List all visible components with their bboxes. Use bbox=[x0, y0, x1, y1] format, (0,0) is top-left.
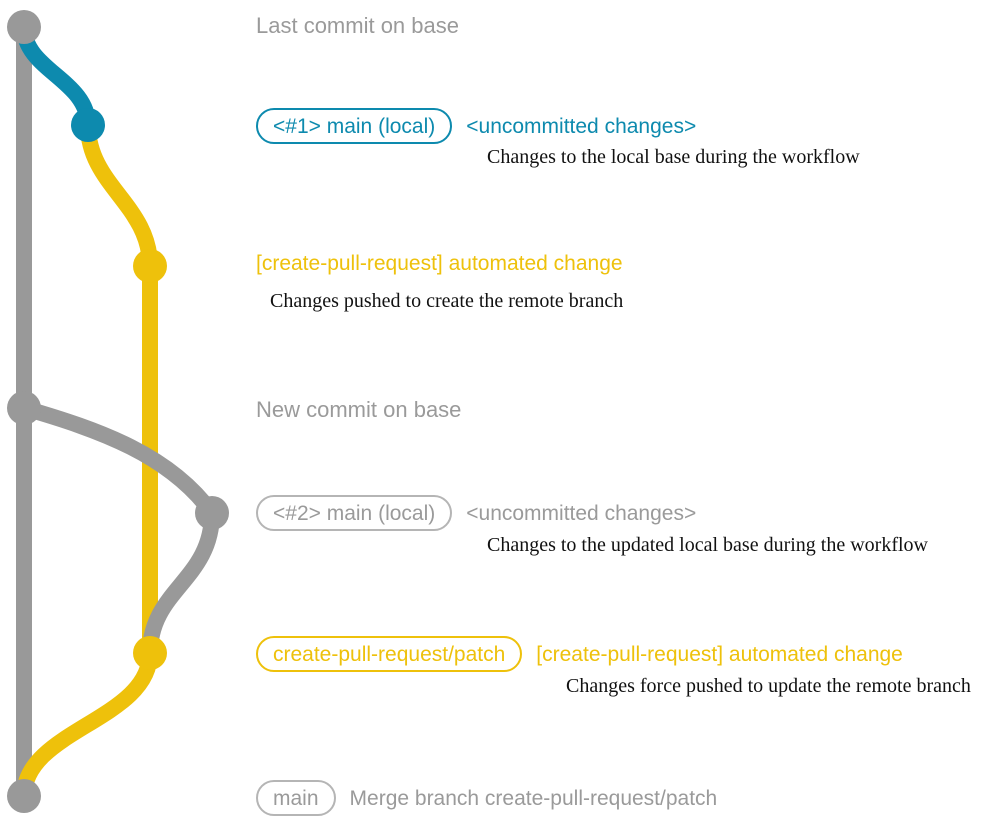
commit-subject-local-1: <uncommitted changes> bbox=[466, 114, 697, 138]
commit-note-local-2: Changes to the updated local base during… bbox=[487, 534, 928, 556]
commit-node-base-head[interactable] bbox=[7, 10, 41, 44]
commit-subject-automated-2: [create-pull-request] automated change bbox=[536, 642, 903, 666]
commit-node-merge[interactable] bbox=[7, 779, 41, 813]
commit-note-automated-2: Changes force pushed to update the remot… bbox=[566, 675, 971, 697]
branch-pill-patch[interactable]: create-pull-request/patch bbox=[256, 636, 523, 672]
patch-branch-edge-1 bbox=[80, 117, 158, 274]
commit-note-automated-1: Changes pushed to create the remote bran… bbox=[270, 290, 624, 312]
row-local-change-1: <#1> main (local) <uncommitted changes> bbox=[256, 108, 696, 144]
commit-subject-merge: Merge branch create-pull-request/patch bbox=[349, 786, 718, 810]
branch-pill-local-1[interactable]: <#1> main (local) bbox=[256, 108, 453, 144]
commit-node-local-2[interactable] bbox=[195, 496, 229, 530]
commit-subject-automated-1: [create-pull-request] automated change bbox=[256, 252, 623, 275]
commit-node-patch-1[interactable] bbox=[133, 249, 167, 283]
commit-node-local-1[interactable] bbox=[71, 108, 105, 142]
commit-node-base-new[interactable] bbox=[7, 391, 41, 425]
heading-last-commit-on-base: Last commit on base bbox=[256, 13, 459, 38]
heading-new-commit-on-base: New commit on base bbox=[256, 397, 462, 422]
row-automated-change-1: [create-pull-request] automated change bbox=[256, 253, 623, 274]
rebase-branch-edge bbox=[16, 400, 220, 521]
row-merge-commit: main Merge branch create-pull-request/pa… bbox=[256, 780, 717, 816]
commit-subject-local-2: <uncommitted changes> bbox=[466, 501, 697, 525]
branch-pill-local-2[interactable]: <#2> main (local) bbox=[256, 495, 453, 531]
merge-edge bbox=[16, 645, 158, 804]
row-local-change-2: <#2> main (local) <uncommitted changes> bbox=[256, 495, 696, 531]
rebase-merge-edge bbox=[142, 505, 220, 661]
commit-note-local-1: Changes to the local base during the wor… bbox=[487, 146, 860, 168]
commit-graph bbox=[7, 10, 229, 813]
commit-node-patch-2[interactable] bbox=[133, 636, 167, 670]
row-automated-change-2: create-pull-request/patch [create-pull-r… bbox=[256, 636, 903, 672]
branch-pill-main[interactable]: main bbox=[256, 780, 336, 816]
